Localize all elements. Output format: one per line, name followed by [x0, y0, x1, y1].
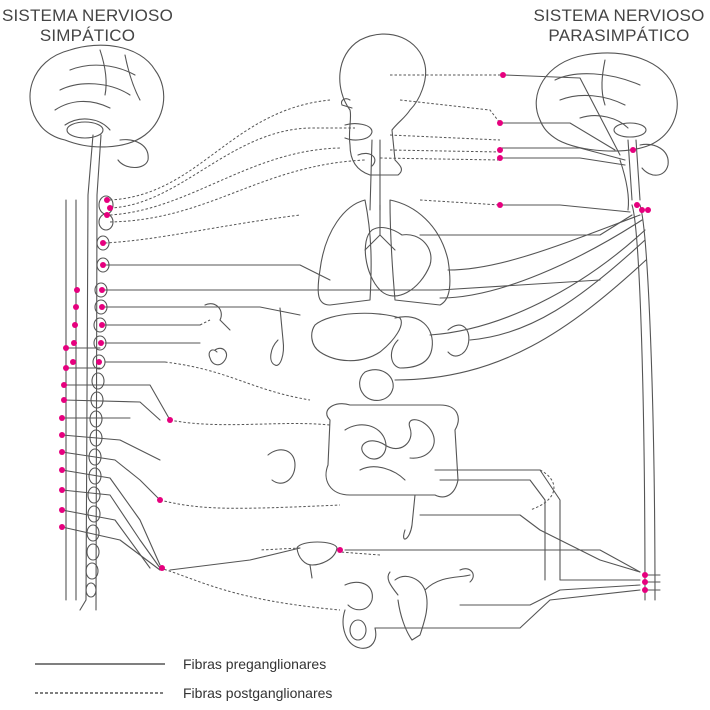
- sympathetic-spinal-cord: [66, 195, 97, 610]
- abdominal-organs: [312, 313, 469, 400]
- intestines: [326, 404, 458, 539]
- male-reproductive-organs: [343, 582, 376, 648]
- sympathetic-preganglionic-fibers: [62, 265, 600, 570]
- legend-preganglionic-label: Fibras preganglionares: [183, 656, 326, 672]
- bladder: [297, 542, 337, 578]
- legend-postganglionic-label: Fibras postganglionares: [183, 685, 332, 701]
- female-reproductive-organs: [388, 569, 473, 640]
- glands: [205, 304, 295, 483]
- right-brain: [536, 53, 677, 200]
- left-brain: [30, 45, 164, 195]
- lungs-and-heart: [318, 200, 450, 305]
- head-profile: [340, 34, 426, 210]
- parasympathetic-spinal-cord: [620, 160, 655, 600]
- legend: [35, 664, 165, 693]
- sympathetic-chain: [86, 196, 113, 597]
